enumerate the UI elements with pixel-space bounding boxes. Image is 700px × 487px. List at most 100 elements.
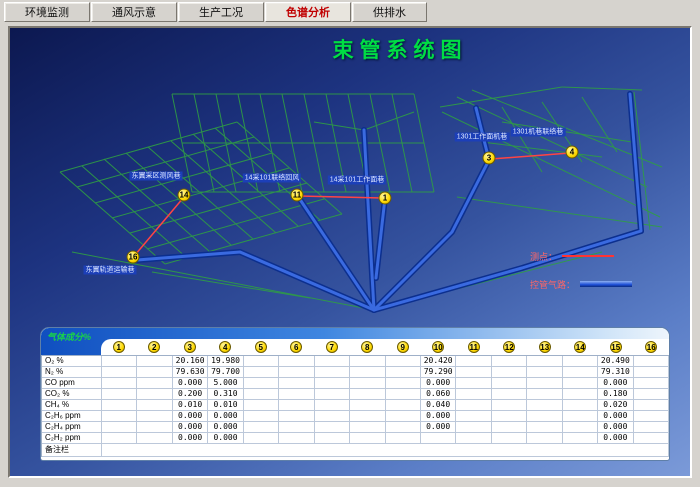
- gas-value-cell: 0.020: [598, 400, 633, 411]
- tab-environment-monitoring[interactable]: 环境监测: [4, 2, 90, 22]
- gas-value-cell: [492, 356, 527, 367]
- map-marker-label: 东翼轨道运输巷: [84, 266, 137, 275]
- gas-value-cell: [137, 389, 172, 400]
- gas-value-cell: 0.000: [173, 411, 208, 422]
- gas-column-header: 5: [243, 341, 279, 353]
- map-marker[interactable]: 11: [291, 189, 304, 202]
- gas-column-header: 14: [563, 341, 599, 353]
- gas-remarks-label: 备注栏: [42, 444, 102, 457]
- gas-column-header-strip: 12345678910111213141516: [101, 339, 669, 355]
- gas-remarks-value: [102, 444, 669, 457]
- gas-value-cell: [456, 400, 491, 411]
- gas-value-cell: [456, 389, 491, 400]
- gas-value-cell: [563, 400, 598, 411]
- gas-value-cell: [563, 389, 598, 400]
- map-marker[interactable]: 1: [379, 192, 392, 205]
- tab-bar: 环境监测 通风示意 生产工况 色谱分析 供排水: [4, 2, 427, 23]
- gas-row-label: C₂H₆ ppm: [42, 411, 102, 422]
- tab-ventilation-schematic[interactable]: 通风示意: [91, 2, 177, 22]
- legend-blue-pipe-sample: [580, 281, 632, 287]
- gas-value-cell: [137, 356, 172, 367]
- gas-value-cell: 5.000: [208, 378, 243, 389]
- map-marker[interactable]: 16: [127, 251, 140, 264]
- gas-value-cell: 79.700: [208, 367, 243, 378]
- gas-value-cell: [350, 411, 385, 422]
- gas-column-header: 8: [350, 341, 386, 353]
- gas-value-cell: [315, 378, 350, 389]
- legend-red-line-sample: [562, 255, 614, 257]
- gas-value-cell: 0.010: [208, 400, 243, 411]
- gas-column-header: 13: [527, 341, 563, 353]
- gas-column-number-badge: 5: [255, 341, 267, 353]
- gas-column-header: 1: [101, 341, 137, 353]
- gas-value-cell: [102, 389, 137, 400]
- gas-value-cell: 20.160: [173, 356, 208, 367]
- map-marker[interactable]: 4: [566, 146, 579, 159]
- gas-value-cell: [279, 356, 314, 367]
- gas-column-header: 4: [208, 341, 244, 353]
- gas-value-cell: [492, 389, 527, 400]
- gas-value-cell: [563, 356, 598, 367]
- gas-column-number-badge: 14: [574, 341, 586, 353]
- map-marker-label: 东翼采区测风巷: [130, 172, 183, 181]
- gas-value-cell: [244, 433, 279, 444]
- gas-value-cell: [315, 400, 350, 411]
- gas-value-cell: [137, 422, 172, 433]
- map-legend: 测点： 控管气路：: [530, 250, 632, 306]
- gas-value-cell: 79.630: [173, 367, 208, 378]
- gas-value-cell: 0.010: [173, 400, 208, 411]
- gas-value-cell: [527, 400, 562, 411]
- gas-analysis-panel: 气体成分% 12345678910111213141516 O₂ %20.160…: [40, 327, 670, 461]
- gas-value-cell: [563, 411, 598, 422]
- gas-table-row: C₂H₂ ppm0.0000.0000.000: [42, 433, 669, 444]
- gas-value-cell: [386, 422, 421, 433]
- gas-column-header: 15: [598, 341, 634, 353]
- gas-value-cell: [279, 367, 314, 378]
- gas-column-header: 3: [172, 341, 208, 353]
- gas-value-cell: [634, 356, 669, 367]
- gas-value-cell: 0.000: [598, 422, 633, 433]
- legend-label-point: 测点：: [530, 250, 557, 263]
- gas-value-cell: 20.490: [598, 356, 633, 367]
- gas-row-label: CO₂ %: [42, 389, 102, 400]
- gas-value-cell: [279, 433, 314, 444]
- gas-value-cell: [386, 400, 421, 411]
- gas-value-cell: [102, 367, 137, 378]
- gas-table-row: CO₂ %0.2000.3100.0600.180: [42, 389, 669, 400]
- gas-column-header: 12: [492, 341, 528, 353]
- tab-water-supply-drainage[interactable]: 供排水: [352, 2, 427, 22]
- gas-value-cell: [244, 422, 279, 433]
- gas-value-cell: [102, 356, 137, 367]
- gas-value-cell: [350, 356, 385, 367]
- gas-column-number-badge: 13: [539, 341, 551, 353]
- tab-chromatographic-analysis[interactable]: 色谱分析: [265, 2, 351, 22]
- gas-column-header: 10: [421, 341, 457, 353]
- gas-value-cell: [137, 411, 172, 422]
- gas-value-cell: 0.000: [421, 422, 456, 433]
- gas-value-cell: [137, 378, 172, 389]
- gas-value-cell: [456, 433, 491, 444]
- gas-value-cell: [456, 367, 491, 378]
- map-marker[interactable]: 14: [178, 189, 191, 202]
- gas-value-cell: [244, 411, 279, 422]
- gas-row-label: CH₄ %: [42, 400, 102, 411]
- gas-value-cell: [244, 367, 279, 378]
- gas-column-number-badge: 12: [503, 341, 515, 353]
- gas-value-cell: 0.310: [208, 389, 243, 400]
- gas-value-cell: [386, 367, 421, 378]
- gas-value-cell: [456, 411, 491, 422]
- gas-value-cell: [102, 411, 137, 422]
- map-marker[interactable]: 3: [483, 152, 496, 165]
- gas-value-cell: [350, 400, 385, 411]
- legend-label-pipe: 控管气路：: [530, 278, 575, 291]
- gas-value-cell: [315, 411, 350, 422]
- gas-value-cell: [244, 356, 279, 367]
- gas-value-cell: [386, 389, 421, 400]
- gas-value-cell: [456, 422, 491, 433]
- gas-row-label: N₂ %: [42, 367, 102, 378]
- gas-value-cell: [350, 367, 385, 378]
- gas-value-cell: [563, 367, 598, 378]
- gas-value-cell: 20.420: [421, 356, 456, 367]
- gas-column-number-badge: 2: [148, 341, 160, 353]
- tab-production-conditions[interactable]: 生产工况: [178, 2, 264, 22]
